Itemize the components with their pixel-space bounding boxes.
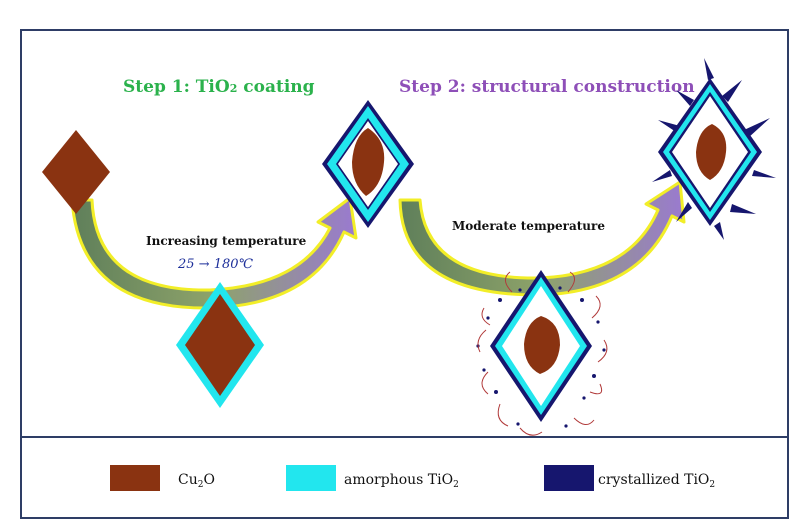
crystallizing-diamond bbox=[476, 270, 608, 436]
step1-title: Step 1: TiO2 coating bbox=[123, 77, 315, 97]
core-shell-diamond bbox=[322, 100, 414, 228]
legend: Cu2O amorphous TiO2 crystallized TiO2 bbox=[110, 465, 715, 491]
legend-label-crystallized-tio2: crystallized TiO2 bbox=[598, 472, 715, 490]
temperature-range-label: 25 → 180℃ bbox=[177, 257, 254, 272]
left-curved-arrow bbox=[70, 196, 358, 310]
legend-label-amorphous-tio2: amorphous TiO2 bbox=[344, 472, 459, 490]
legend-swatch-amorphous-tio2 bbox=[286, 465, 336, 491]
legend-swatch-crystallized-tio2 bbox=[544, 465, 594, 491]
left-arrow-label: Increasing temperature bbox=[146, 234, 307, 248]
right-arrow-label: Moderate temperature bbox=[452, 219, 605, 233]
step2-title: Step 2: structural construction bbox=[399, 77, 695, 97]
legend-label-cu2o: Cu2O bbox=[178, 472, 215, 490]
cu2o-core bbox=[352, 128, 385, 196]
amorphous-coated-diamond bbox=[176, 282, 264, 408]
cu2o-diamond bbox=[42, 130, 110, 214]
outer-border bbox=[20, 29, 789, 519]
crystallized-diamond bbox=[652, 58, 776, 240]
legend-swatch-cu2o bbox=[110, 465, 160, 491]
